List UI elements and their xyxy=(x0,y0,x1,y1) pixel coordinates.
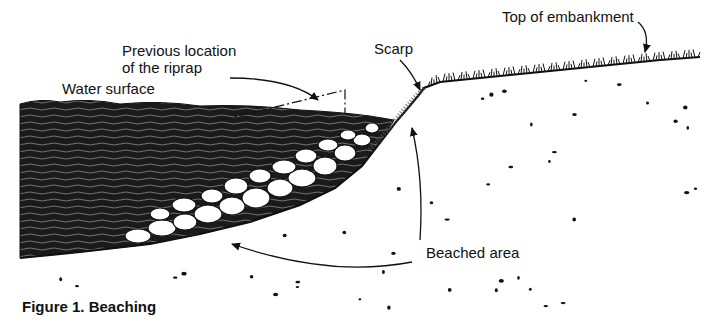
beached-label: Beached area xyxy=(424,244,521,261)
leader-beached-up xyxy=(412,128,421,240)
scarp-label: Scarp xyxy=(372,40,415,57)
embankment-label: Top of embankment xyxy=(500,8,636,25)
leader-previous xyxy=(230,78,318,100)
beached-area xyxy=(370,88,424,150)
leader-top xyxy=(638,22,646,52)
soil-dots xyxy=(59,80,697,310)
previous-riprap-outline xyxy=(222,90,345,120)
leader-beached-left xyxy=(232,244,412,267)
leader-scarp xyxy=(400,60,420,90)
embankment-ground xyxy=(0,56,713,322)
grass xyxy=(428,49,700,86)
water-label: Water surface xyxy=(60,80,157,97)
water-body xyxy=(20,100,394,258)
ground-surface xyxy=(20,57,700,258)
riprap-label: Previous location of the riprap xyxy=(120,42,242,76)
figure-caption: Figure 1. Beaching xyxy=(20,298,158,315)
